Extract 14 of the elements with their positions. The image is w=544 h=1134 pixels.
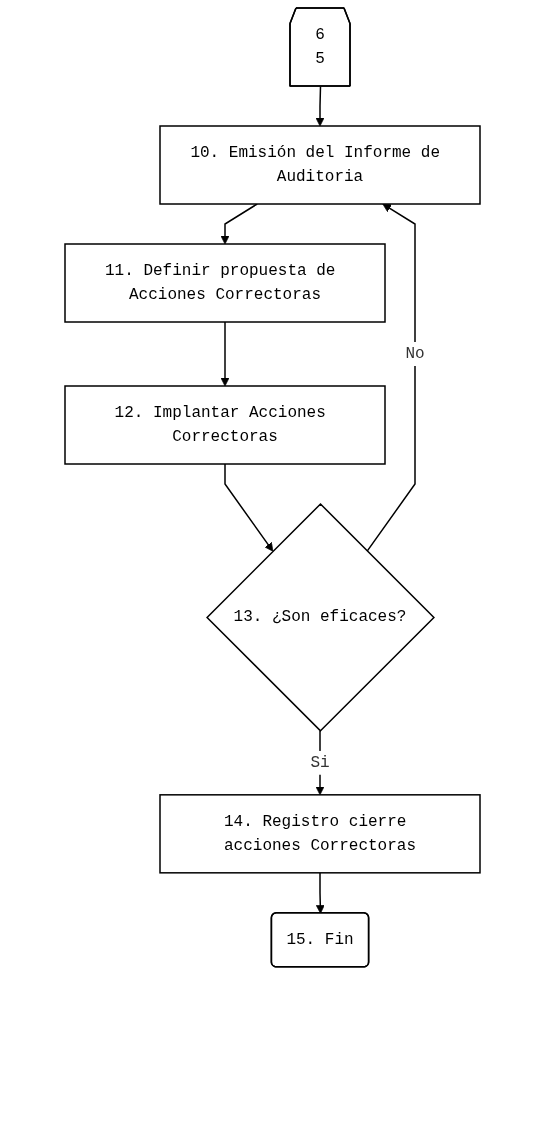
arrow: [365, 203, 416, 552]
arrow: [315, 85, 324, 127]
edge-label: No: [404, 345, 425, 363]
arrow: [315, 730, 324, 796]
arrow: [220, 203, 258, 245]
node-box: 11. Definir propuesta de Acciones Correctoras: [63, 243, 386, 323]
node-diamond: 13. ¿Son eficaces?: [205, 502, 435, 732]
edge-label: Si: [309, 753, 330, 772]
node-box: 10. Emisión del Informe de Auditoria: [158, 125, 481, 205]
node-box: 14. Registro cierre acciones Correctoras: [158, 794, 481, 874]
arrow: [223, 463, 273, 552]
arrow: [220, 321, 229, 387]
arrow: [315, 872, 325, 914]
node-box: 12. Implantar Acciones Correctoras: [63, 385, 386, 465]
